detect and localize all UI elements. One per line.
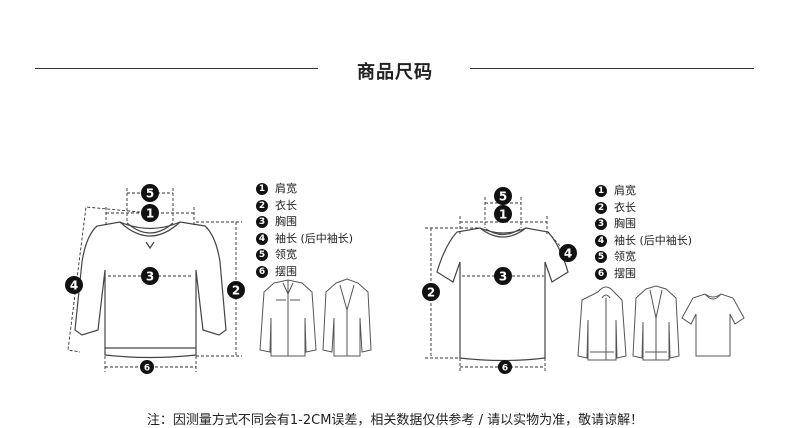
- legend-number: 2: [256, 199, 268, 212]
- title-rule-right: [470, 68, 754, 69]
- svg-text:5: 5: [146, 187, 154, 201]
- badge-5-right: 5: [494, 187, 512, 205]
- svg-text:3: 3: [146, 270, 154, 284]
- legend-number: 3: [595, 218, 607, 231]
- legend-item-3: 3 胸围: [256, 214, 353, 231]
- legend-item-3: 3 胸围: [595, 216, 692, 233]
- hoodie-icon: [577, 286, 627, 361]
- legend-label: 袖长 (后中袖长): [614, 233, 693, 247]
- legend-label: 胸围: [614, 217, 636, 231]
- tshirt-icon: [681, 293, 745, 357]
- legend-number: 6: [595, 267, 607, 280]
- legend-number: 3: [256, 216, 268, 229]
- blazer-icon: [322, 278, 372, 357]
- legend-left: 1 肩宽 2 衣长 3 胸围 4 袖长 (后中袖长) 5 领宽 6 摆围: [256, 181, 353, 280]
- svg-text:1: 1: [499, 208, 507, 222]
- tshirt-outline: [436, 227, 569, 362]
- title-rule-left: [35, 68, 318, 69]
- sweater-neckline: [119, 221, 181, 237]
- badge-6-right: 6: [498, 360, 512, 374]
- legend-label: 摆围: [614, 266, 636, 280]
- disclaimer-note: 注：因测量方式不同会有1-2CM误差，相关数据仅供参考 / 请以实物为准，敬请谅…: [146, 413, 644, 428]
- legend-item-2: 2 衣长: [595, 200, 692, 217]
- legend-label: 肩宽: [614, 184, 636, 198]
- badge-3-left: 3: [141, 267, 159, 285]
- svg-text:4: 4: [564, 247, 572, 261]
- sweater-outline: [74, 221, 227, 359]
- legend-number: 5: [595, 251, 607, 264]
- svg-text:6: 6: [502, 364, 508, 374]
- legend-number: 4: [256, 232, 268, 245]
- badge-3-right: 3: [494, 267, 512, 285]
- legend-item-4: 4 袖长 (后中袖长): [256, 231, 353, 248]
- legend-right: 1 肩宽 2 衣长 3 胸围 4 袖长 (后中袖长) 5 领宽 6 摆围: [595, 183, 692, 282]
- legend-label: 领宽: [614, 250, 636, 264]
- legend-label: 肩宽: [275, 182, 297, 196]
- legend-item-6: 6 摆围: [595, 266, 692, 283]
- legend-label: 摆围: [275, 264, 297, 278]
- badge-1-right: 1: [494, 205, 512, 223]
- svg-text:2: 2: [232, 284, 240, 298]
- jacket-icon: [259, 279, 317, 357]
- badge-2-right: 2: [422, 283, 440, 301]
- legend-label: 衣长: [614, 200, 636, 214]
- legend-item-4: 4 袖长 (后中袖长): [595, 233, 692, 250]
- badge-5-left: 5: [141, 184, 159, 202]
- svg-text:1: 1: [146, 207, 154, 221]
- legend-label: 领宽: [275, 248, 297, 262]
- tshirt-measure-lines: [425, 197, 573, 372]
- legend-item-5: 5 领宽: [595, 249, 692, 266]
- svg-text:3: 3: [499, 270, 507, 284]
- legend-label: 胸围: [275, 215, 297, 229]
- svg-text:4: 4: [70, 279, 78, 293]
- legend-label: 衣长: [275, 198, 297, 212]
- svg-text:5: 5: [499, 190, 507, 204]
- badge-2-left: 2: [227, 281, 245, 299]
- legend-item-2: 2 衣长: [256, 198, 353, 215]
- svg-text:2: 2: [427, 286, 435, 300]
- sweater-sketch: [74, 221, 227, 359]
- legend-item-1: 1 肩宽: [595, 183, 692, 200]
- tshirt-neckline: [479, 227, 527, 238]
- page-title: 商品尺码: [357, 62, 433, 83]
- legend-number: 2: [595, 201, 607, 214]
- legend-item-5: 5 领宽: [256, 247, 353, 264]
- legend-number: 1: [256, 183, 268, 196]
- legend-number: 5: [256, 249, 268, 262]
- badge-1-left: 1: [141, 204, 159, 222]
- legend-item-1: 1 肩宽: [256, 181, 353, 198]
- badge-4-right: 4: [559, 244, 577, 262]
- tshirt-sketch: [436, 227, 569, 362]
- badge-4-left: 4: [65, 276, 83, 294]
- legend-number: 1: [595, 185, 607, 198]
- legend-number: 4: [595, 234, 607, 247]
- svg-text:6: 6: [144, 364, 150, 374]
- badge-6-left: 6: [140, 360, 154, 374]
- legend-label: 袖长 (后中袖长): [275, 231, 354, 245]
- legend-item-6: 6 摆围: [256, 264, 353, 281]
- cardigan-icon: [632, 285, 680, 361]
- legend-number: 6: [256, 265, 268, 278]
